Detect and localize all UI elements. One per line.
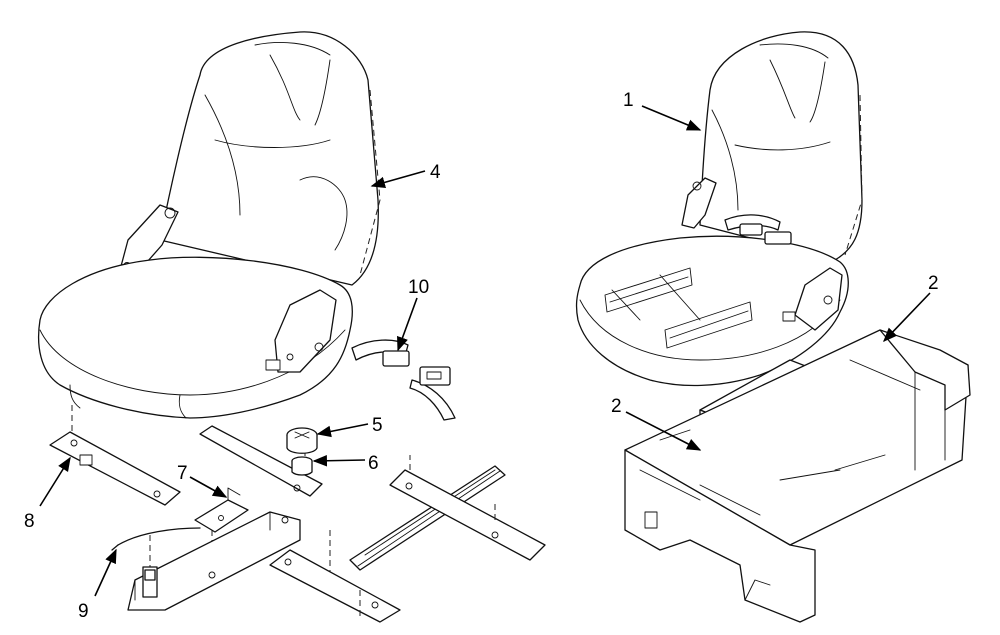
adjust-knob: [286, 427, 318, 454]
callout-arrow: [370, 170, 426, 189]
seat-suspension-frame: [604, 267, 753, 349]
slide-rail: [349, 465, 506, 571]
assembled-seat-back: [699, 31, 863, 261]
callout-arrow: [316, 423, 369, 438]
assembled-bracket-right: [782, 267, 843, 331]
left-exploded-seat-view: [37, 31, 546, 623]
callout-4: 4: [430, 162, 441, 183]
callout-6: 6: [368, 453, 379, 474]
callout-arrow: [312, 454, 366, 467]
callout-7: 7: [177, 463, 188, 484]
callout-10: 10: [408, 277, 429, 298]
callout-2-lower: 2: [611, 396, 622, 417]
seat-belt: [351, 339, 456, 421]
knob-spacer: [291, 456, 313, 476]
assembled-seat-cushion: [575, 235, 849, 387]
right-assembled-seat-view: [575, 31, 971, 623]
rail-plate-lower: [269, 549, 401, 623]
callout-arrow: [189, 476, 228, 498]
seat-cushion: [37, 256, 353, 419]
mounting-plate-left: [49, 431, 181, 506]
callout-2-upper: 2: [928, 273, 939, 294]
callout-1: 1: [623, 90, 634, 111]
callout-arrow: [641, 105, 702, 131]
wire-harness: [111, 527, 201, 551]
callout-arrow: [94, 548, 117, 597]
callout-5: 5: [372, 415, 383, 436]
callout-9: 9: [78, 601, 89, 622]
callout-arrow: [625, 411, 702, 451]
callouts: 4 10 5 6 7 8 9 1 2 2: [24, 90, 939, 622]
rail-plate-upper: [389, 469, 546, 561]
mounting-plate-right: [199, 425, 323, 497]
callout-arrow: [883, 292, 931, 343]
callout-arrow: [397, 297, 418, 352]
pivot-bracket-right: [265, 289, 337, 373]
callout-8: 8: [24, 511, 35, 532]
base-frame: [127, 511, 301, 611]
assembled-bracket-left: [681, 177, 717, 229]
seat-switch: [194, 487, 249, 533]
callout-arrow: [39, 456, 71, 507]
seat-back: [159, 31, 381, 286]
operator-platform: [624, 329, 971, 623]
assembled-seat-belt: [724, 214, 792, 245]
